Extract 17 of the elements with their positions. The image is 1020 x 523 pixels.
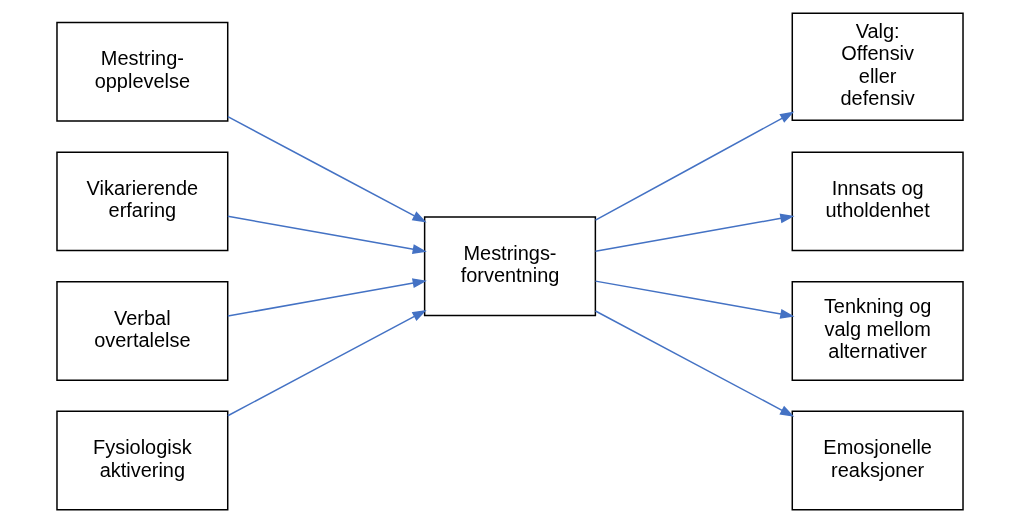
node-box: Tenkning og valg mellom alternativer <box>791 281 964 381</box>
node-box: Valg: Offensiv eller defensiv <box>791 12 964 122</box>
arrow <box>227 115 427 223</box>
node-box: Verbal overtalelse <box>56 281 229 381</box>
node-box: Vikarierende erfaring <box>56 151 229 252</box>
node-box: Emosjonelle reaksjoner <box>791 410 964 511</box>
node-box: Fysiologisk aktivering <box>56 410 229 511</box>
arrow <box>594 213 795 252</box>
arrow <box>594 310 795 417</box>
node-box: Innsats og utholdenhet <box>791 151 964 252</box>
arrow <box>227 215 427 255</box>
arrow <box>227 278 427 317</box>
arrow <box>227 309 427 417</box>
node-box: Mestrings- forventning <box>423 216 597 317</box>
node-box: Mestring- opplevelse <box>56 21 229 122</box>
arrow <box>594 111 795 221</box>
arrow <box>594 280 795 319</box>
